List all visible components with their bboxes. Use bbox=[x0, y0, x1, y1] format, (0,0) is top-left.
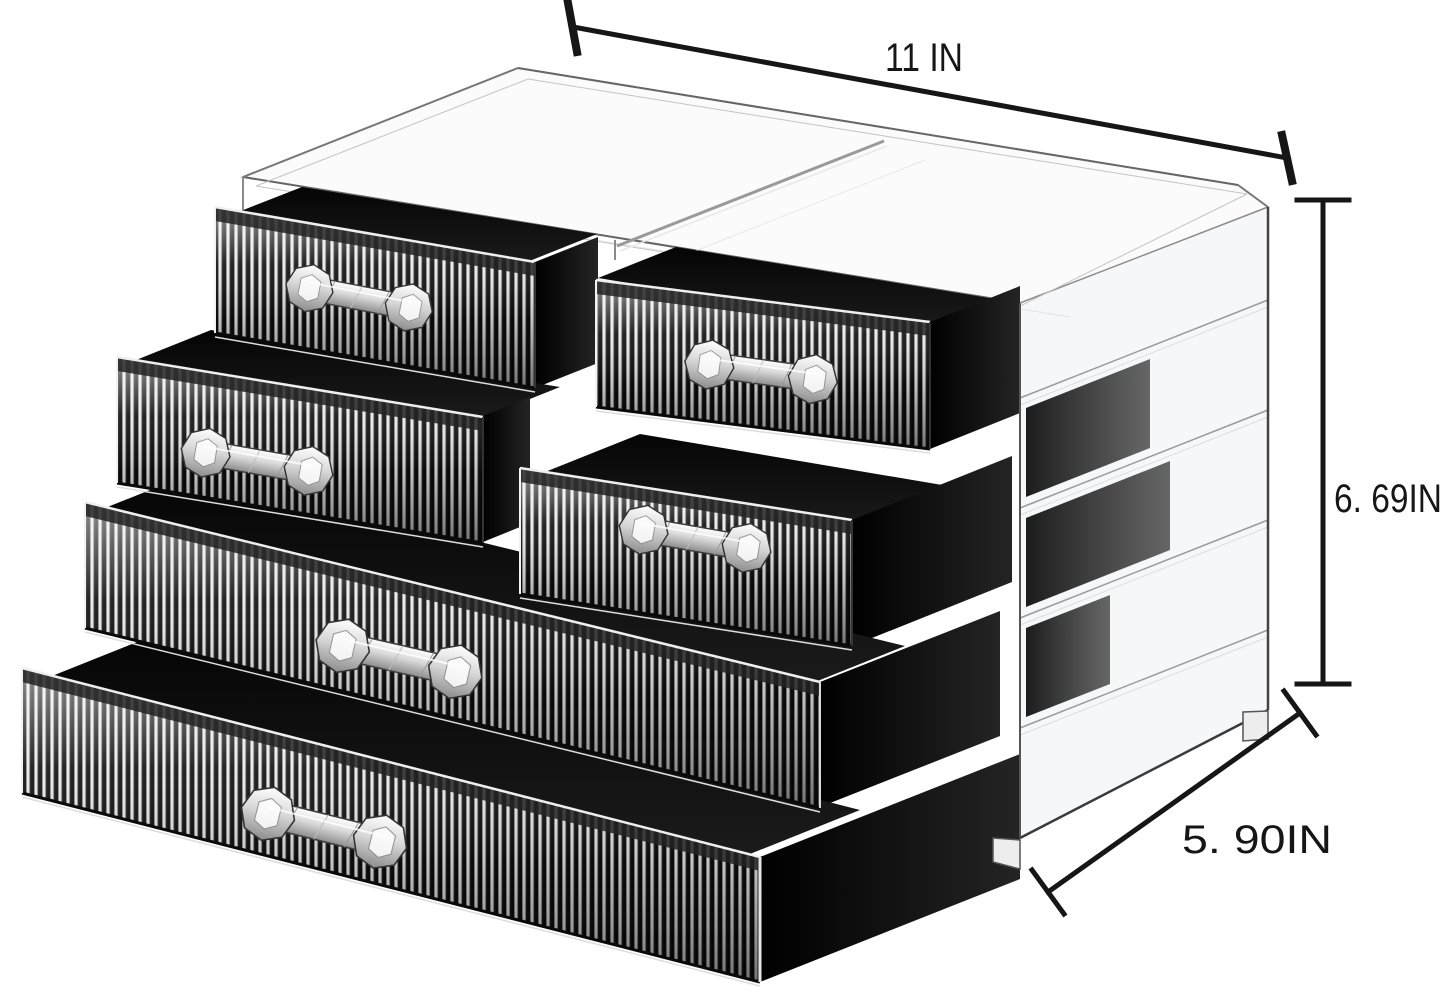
case-right-panel bbox=[1019, 206, 1269, 839]
drawer-row4 bbox=[21, 666, 762, 987]
right-panel-liner-row3 bbox=[1026, 595, 1110, 717]
case-foot-back bbox=[1242, 710, 1269, 742]
drawer-liners bbox=[42, 187, 1020, 982]
case-foot-front bbox=[992, 837, 1021, 870]
width-dimension-label: 11 IN bbox=[885, 36, 963, 80]
case-edges bbox=[992, 207, 1270, 870]
drawer-row3 bbox=[84, 500, 821, 813]
depth-dimension-label: 5. 90IN bbox=[1182, 818, 1332, 862]
dimension-annotations bbox=[563, 0, 1352, 918]
drawer-row2-right bbox=[519, 466, 853, 651]
drawer-row1-left bbox=[214, 205, 536, 393]
width-dimension-line bbox=[563, 0, 1297, 186]
right-panel-liner-row2 bbox=[1026, 461, 1170, 607]
tray-divider bbox=[614, 139, 888, 260]
drawer-row2-left bbox=[116, 355, 484, 548]
height-dimension-label: 6. 69IN bbox=[1334, 477, 1442, 521]
height-dimension-line bbox=[1294, 197, 1352, 687]
depth-dimension-line bbox=[1028, 687, 1320, 918]
drawer-row1-right bbox=[595, 278, 931, 454]
right-panel-liner-row1 bbox=[1026, 359, 1150, 497]
